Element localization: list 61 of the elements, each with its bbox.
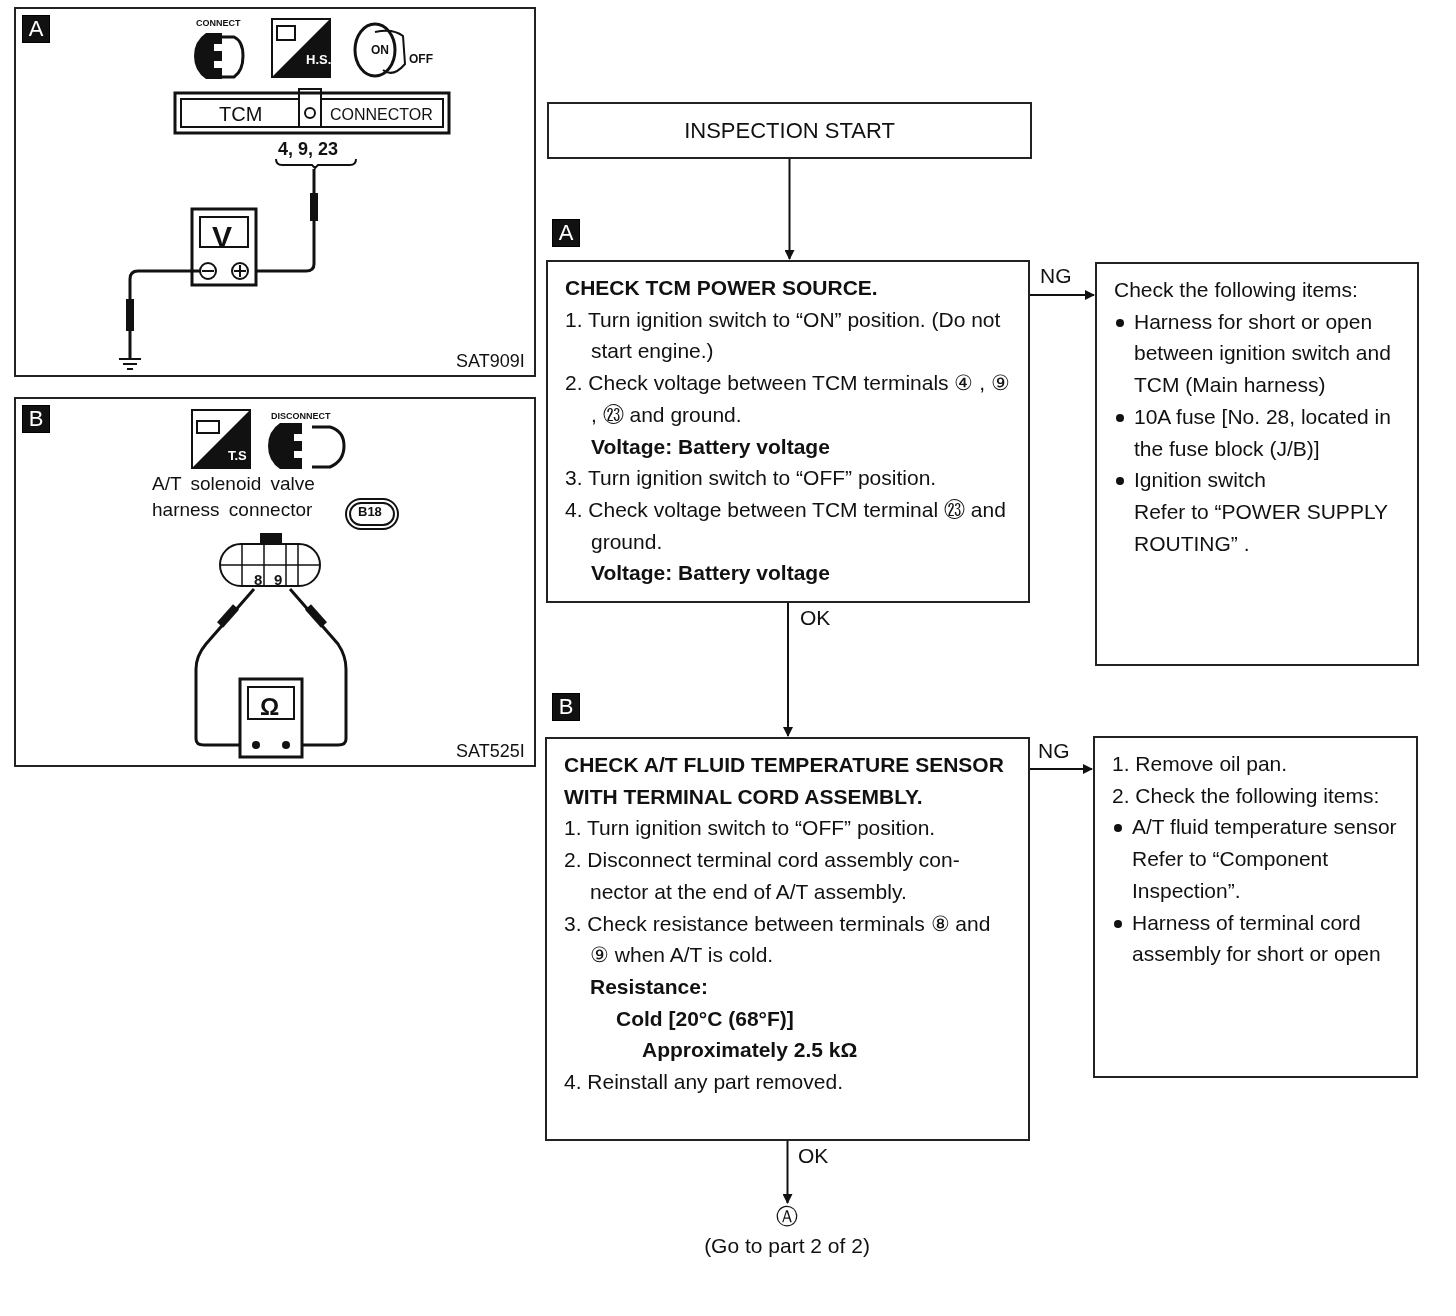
connector-code: B18 bbox=[358, 503, 382, 521]
spec-value: Approximately 2.5 kΩ bbox=[641, 1037, 859, 1064]
continuation-note: (Go to part 2 of 2) bbox=[703, 1233, 871, 1259]
spec-value: Voltage: Battery voltage bbox=[590, 433, 831, 460]
numbered-step: 1. Turn ignition switch to “ON” position. (Do not start engine.) bbox=[565, 303, 1014, 368]
illustration-panel bbox=[14, 7, 536, 377]
component-name: CONNECTOR bbox=[330, 105, 433, 125]
bullet-item-text: A/T fluid temperature sensor bbox=[1132, 814, 1398, 841]
terminal-number: 9 bbox=[274, 570, 283, 590]
icon-caption: CONNECT bbox=[196, 17, 241, 30]
meter-symbol: Ω bbox=[260, 692, 280, 722]
connector-caption: A/T solenoid valve harness connector bbox=[152, 472, 316, 522]
step-heading: CHECK TCM POWER SOURCE. bbox=[565, 275, 879, 301]
arrow bbox=[782, 1140, 793, 1204]
action-box bbox=[1093, 736, 1418, 1078]
spec-value: Voltage: Battery voltage bbox=[590, 560, 831, 587]
terminal-numbers: 4, 9, 23 bbox=[278, 138, 339, 161]
meter-symbol: V bbox=[212, 219, 232, 255]
step-letter-badge: A bbox=[552, 219, 580, 247]
spec-value: Cold [20°C (68°F)] bbox=[615, 1005, 795, 1032]
panel-letter-badge: A bbox=[22, 15, 50, 43]
numbered-step: 2. Check voltage between TCM terminals ④ , ⑨ , ㉓ and ground. bbox=[565, 367, 1014, 431]
icon-caption: T.S bbox=[228, 447, 247, 465]
check-step-box bbox=[546, 260, 1030, 603]
numbered-step: 3. Turn ignition switch to “OFF” position. bbox=[565, 462, 1014, 494]
step-text: Check the following items: bbox=[1114, 277, 1359, 303]
check-step-box bbox=[545, 737, 1030, 1141]
step-heading: CHECK A/T FLUID TEMPERATURE SENSOR WITH TERMINAL CORD ASSEMBLY. bbox=[564, 752, 1005, 810]
figure-code: SAT525I bbox=[456, 740, 525, 763]
step-text: Refer to “POWER SUPPLY ROUTING” . bbox=[1133, 498, 1389, 557]
off-page-connector-symbol: Ⓐ bbox=[775, 1204, 799, 1230]
icon-caption: DISCONNECT bbox=[271, 410, 331, 423]
bullet-item-text: Harness for short or open between ignition switch and TCM (Main harness) bbox=[1134, 308, 1392, 399]
illustration-panel bbox=[14, 397, 536, 767]
switch-position-text: ON bbox=[371, 42, 389, 59]
icon-caption: H.S. bbox=[306, 51, 332, 69]
arrow bbox=[783, 602, 793, 737]
terminal-number: 8 bbox=[254, 570, 263, 590]
switch-position-text: OFF bbox=[409, 51, 433, 68]
arrow bbox=[784, 158, 795, 260]
bullet-item-text: Harness of terminal cord assembly for short or open bbox=[1132, 909, 1382, 968]
numbered-step: 3. Check resistance between terminals ⑧ and ⑨ when A/T is cold. bbox=[564, 907, 1014, 971]
bullet-item-text: Ignition switch bbox=[1134, 467, 1267, 494]
step-text: Refer to “Component Inspection”. bbox=[1131, 846, 1330, 904]
box-title: INSPECTION START bbox=[683, 117, 896, 145]
numbered-step: 4. Reinstall any part removed. bbox=[564, 1066, 1014, 1098]
step-letter-badge: B bbox=[552, 693, 580, 721]
spec-value: Resistance: bbox=[589, 973, 709, 1000]
start-box bbox=[547, 102, 1032, 159]
component-name: TCM bbox=[219, 102, 263, 127]
panel-letter-badge: B bbox=[22, 405, 50, 433]
figure-code: SAT909I bbox=[456, 350, 525, 373]
numbered-step: 2. Disconnect terminal cord assembly con- nector at the end of A/T assembly. bbox=[564, 844, 1014, 908]
arrow bbox=[1029, 764, 1093, 774]
arrow bbox=[1029, 290, 1095, 300]
numbered-step: 1. Turn ignition switch to “OFF” position. bbox=[564, 812, 1014, 845]
numbered-step: 2. Check the following items: bbox=[1112, 779, 1402, 812]
action-box bbox=[1095, 262, 1419, 666]
bullet-item-text: 10A fuse [No. 28, located in the fuse block (J/B)] bbox=[1134, 403, 1392, 462]
numbered-step: 1. Remove oil pan. bbox=[1112, 748, 1402, 780]
numbered-step: 4. Check voltage between TCM terminal ㉓ and ground. bbox=[565, 493, 1014, 558]
